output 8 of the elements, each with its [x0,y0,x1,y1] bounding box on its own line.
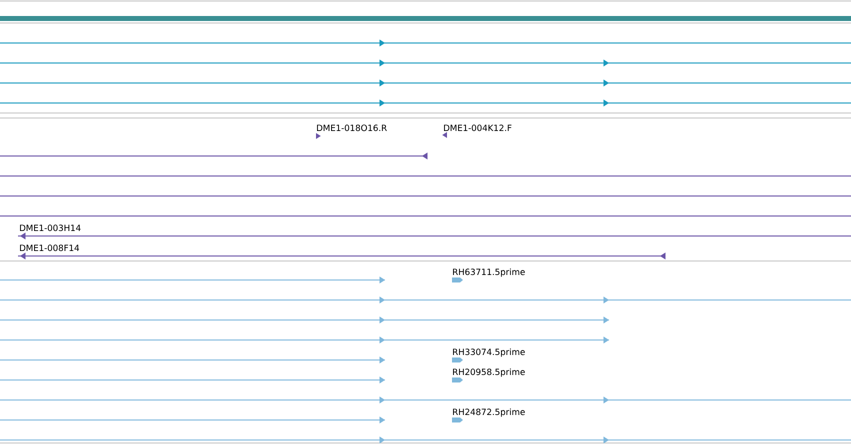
feature-label: DME1-008F14 [20,244,80,252]
feature-label: RH20958.5prime [453,368,525,377]
feature-label: DME1-004K12.F [444,124,512,132]
feature-label: RH63711.5prime [453,268,525,277]
feature-label: DME1-003H14 [20,224,81,232]
feature-label: RH33074.5prime [453,348,525,357]
feature-label: DME1-018O16.R [317,124,387,132]
feature-label: RH24872.5prime [453,408,525,417]
